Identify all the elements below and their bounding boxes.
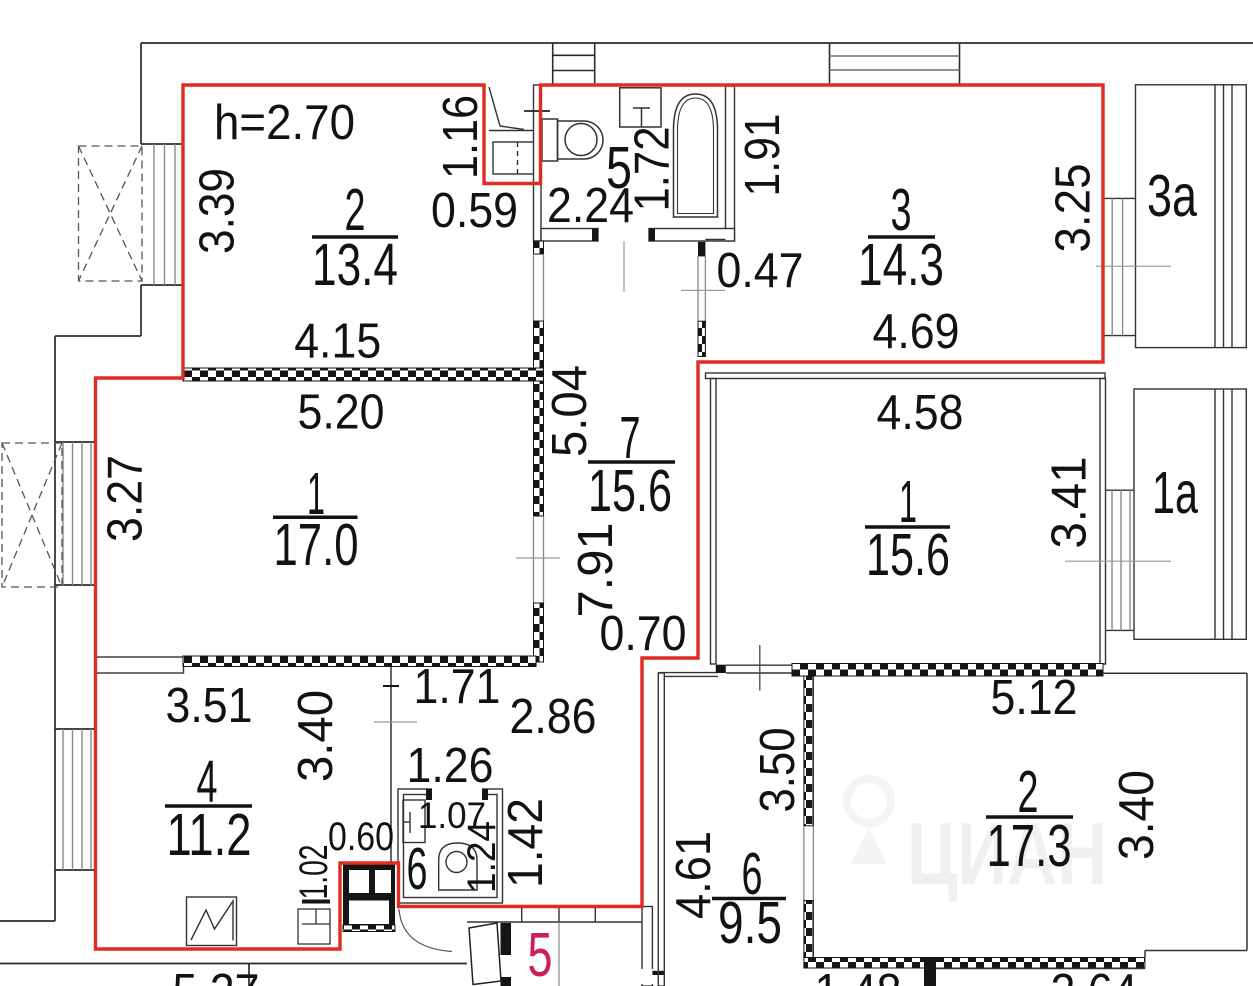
- svg-text:15.6: 15.6: [588, 458, 672, 524]
- svg-text:1.07: 1.07: [418, 795, 486, 836]
- svg-text:1: 1: [899, 469, 917, 535]
- svg-text:5: 5: [528, 921, 553, 986]
- svg-text:1.24: 1.24: [460, 821, 504, 893]
- svg-text:3.40: 3.40: [289, 690, 343, 782]
- svg-text:13.4: 13.4: [312, 232, 398, 298]
- svg-text:2.24: 2.24: [547, 179, 634, 233]
- svg-text:5.04: 5.04: [543, 365, 597, 457]
- svg-text:4.69: 4.69: [873, 305, 960, 359]
- svg-text:4.15: 4.15: [294, 315, 381, 369]
- svg-text:3.41: 3.41: [1043, 457, 1097, 549]
- svg-text:1.16: 1.16: [434, 95, 488, 179]
- svg-text:1a: 1a: [1152, 460, 1198, 526]
- svg-text:3.40: 3.40: [1110, 770, 1164, 860]
- svg-text:1.71: 1.71: [414, 660, 501, 714]
- svg-text:11.2: 11.2: [167, 802, 252, 868]
- svg-text:3.39: 3.39: [191, 168, 245, 254]
- svg-text:0.70: 0.70: [600, 607, 687, 661]
- svg-text:1.48: 1.48: [815, 965, 902, 986]
- svg-text:2.64: 2.64: [1051, 965, 1138, 986]
- svg-text:5: 5: [606, 135, 632, 201]
- svg-text:0.60: 0.60: [328, 815, 394, 859]
- svg-text:3.25: 3.25: [1047, 164, 1101, 253]
- svg-text:4: 4: [197, 749, 218, 815]
- svg-text:3: 3: [891, 177, 912, 243]
- svg-text:0.59: 0.59: [431, 184, 518, 238]
- svg-text:1.91: 1.91: [736, 114, 790, 197]
- svg-text:2: 2: [345, 177, 366, 243]
- svg-text:1.26: 1.26: [407, 739, 494, 793]
- svg-text:5.20: 5.20: [298, 386, 385, 440]
- svg-text:ЦИАН: ЦИАН: [907, 804, 1107, 903]
- svg-text:5.12: 5.12: [991, 671, 1078, 725]
- svg-text:3.51: 3.51: [166, 679, 253, 733]
- svg-text:2: 2: [1018, 759, 1039, 825]
- svg-text:7.91: 7.91: [569, 523, 623, 618]
- svg-text:17.3: 17.3: [987, 813, 1072, 879]
- svg-text:1: 1: [307, 461, 325, 527]
- svg-text:15.6: 15.6: [866, 522, 950, 588]
- svg-text:0.47: 0.47: [717, 244, 804, 298]
- svg-text:4.58: 4.58: [877, 386, 964, 440]
- svg-text:2.86: 2.86: [510, 690, 597, 744]
- svg-text:5.27: 5.27: [173, 965, 260, 986]
- svg-text:6: 6: [407, 836, 428, 902]
- svg-text:6: 6: [742, 841, 763, 907]
- svg-text:3.50: 3.50: [751, 728, 805, 813]
- svg-text:9.5: 9.5: [718, 890, 782, 956]
- svg-text:3.27: 3.27: [99, 455, 153, 542]
- svg-text:4.61: 4.61: [667, 831, 721, 919]
- svg-text:1.42: 1.42: [499, 798, 553, 888]
- svg-text:3a: 3a: [1147, 163, 1197, 229]
- svg-text:7: 7: [620, 405, 641, 471]
- svg-text:1.72: 1.72: [626, 127, 680, 212]
- svg-text:17.0: 17.0: [274, 512, 359, 578]
- svg-text:1.02: 1.02: [292, 845, 336, 900]
- svg-text:14.3: 14.3: [858, 232, 944, 298]
- svg-text:h=2.70: h=2.70: [214, 96, 355, 150]
